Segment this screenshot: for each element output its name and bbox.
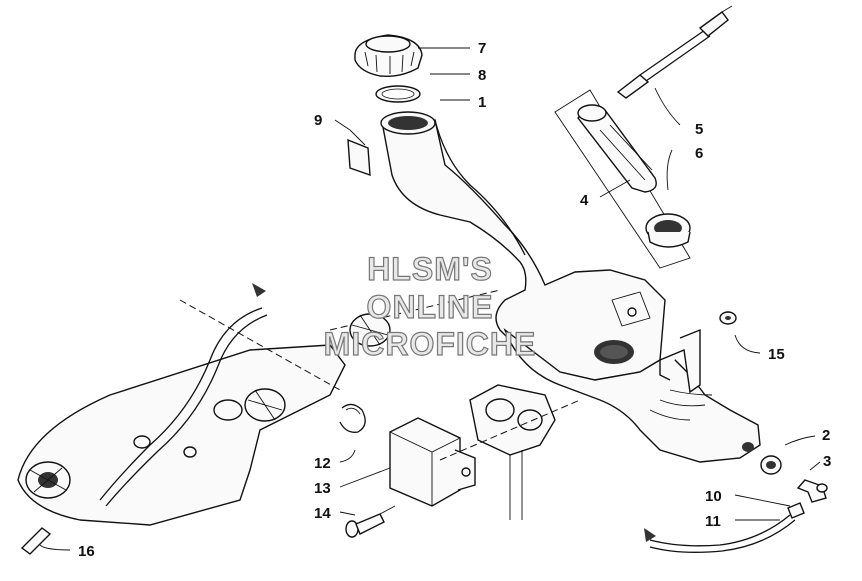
watermark-line-3: MICROFICHE (324, 326, 537, 362)
callout-15: 15 (768, 346, 785, 363)
fuel-decal (347, 129, 371, 177)
part-number-callouts: 1 2 3 4 5 6 7 8 9 10 11 12 13 14 15 16 (78, 40, 831, 560)
hose-clamp (787, 502, 805, 519)
fuel-tank (329, 119, 761, 463)
fuel-cap (354, 34, 423, 78)
chassis-frame (17, 299, 391, 555)
callout-14: 14 (314, 505, 331, 522)
callout-9: 9 (314, 112, 322, 129)
watermark-line-1: HLSM'S (367, 251, 493, 287)
electrical-box (389, 417, 476, 507)
tank-nut (719, 311, 737, 325)
callout-arrows (252, 283, 656, 542)
fuel-gauge-assembly (554, 5, 733, 269)
carburetor (439, 384, 581, 520)
callout-12: 12 (314, 455, 331, 472)
callout-1: 1 (478, 94, 486, 111)
callout-11: 11 (705, 513, 721, 530)
callout-8: 8 (478, 67, 486, 84)
callout-5: 5 (695, 121, 703, 138)
callout-6: 6 (695, 145, 703, 162)
watermark-line-2: ONLINE (367, 289, 494, 325)
callout-13: 13 (314, 480, 331, 497)
snap-ring (339, 403, 366, 433)
cap-gasket (375, 85, 421, 103)
callout-10: 10 (705, 488, 722, 505)
filler-neck-opening (380, 111, 436, 135)
watermark: HLSM'S ONLINE MICROFICHE (323, 250, 537, 362)
callout-7: 7 (478, 40, 486, 57)
callout-16: 16 (78, 543, 95, 560)
fuel-hose (649, 514, 796, 553)
callout-2: 2 (822, 427, 830, 444)
mounting-screw (345, 505, 396, 538)
fitting-washer (760, 455, 782, 475)
callout-3: 3 (823, 453, 831, 470)
elbow-fitting (796, 479, 828, 503)
leader-lines (39, 47, 821, 551)
callout-4: 4 (580, 192, 589, 209)
